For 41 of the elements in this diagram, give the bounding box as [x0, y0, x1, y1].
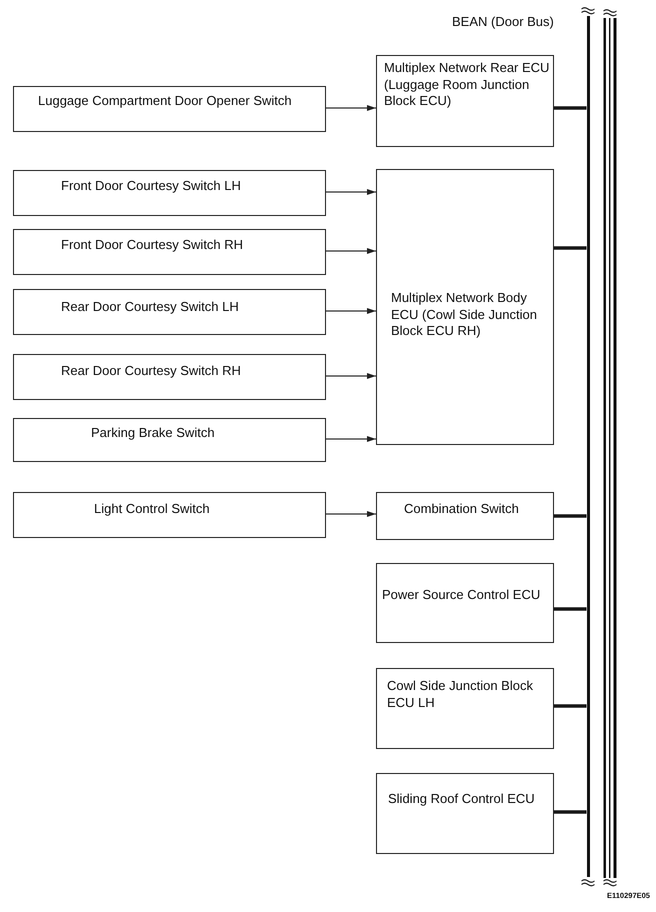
arrow — [326, 373, 376, 379]
arrow — [326, 105, 376, 111]
component-box — [376, 668, 554, 749]
arrow — [326, 436, 376, 442]
box-label: Rear Door Courtesy Switch LH — [61, 299, 239, 316]
box-label: Front Door Courtesy Switch LH — [61, 178, 241, 194]
box-label: Light Control Switch — [94, 501, 210, 518]
component-box — [13, 86, 326, 132]
connector-line — [554, 246, 586, 250]
box-label: Sliding Roof Control ECU — [388, 791, 535, 808]
box-label: Multiplex Network Body ECU (Cowl Side Junction Block ECU RH) — [391, 290, 538, 340]
arrow — [326, 511, 376, 517]
connector-line — [554, 106, 586, 110]
component-box — [376, 492, 554, 540]
component-box — [13, 170, 326, 216]
box-label: Cowl Side Junction Block ECU LH — [387, 678, 534, 711]
bus-label: BEAN (Door Bus) — [452, 14, 554, 30]
component-box — [13, 229, 326, 275]
connector-line — [554, 607, 586, 611]
component-box — [13, 418, 326, 462]
component-box — [13, 354, 326, 400]
box-label: Parking Brake Switch — [91, 425, 215, 442]
connector-line — [554, 704, 586, 708]
box-label: Rear Door Courtesy Switch RH — [61, 363, 241, 380]
arrow — [326, 308, 376, 314]
box-label: Multiplex Network Rear ECU (Luggage Room Junction Block ECU) — [384, 60, 550, 110]
component-box — [13, 289, 326, 335]
arrow — [326, 189, 376, 195]
component-box — [376, 563, 554, 643]
arrow — [326, 248, 376, 254]
box-label: Combination Switch — [404, 501, 519, 518]
component-box — [13, 492, 326, 538]
component-box — [376, 773, 554, 854]
box-label: Luggage Compartment Door Opener Switch — [38, 93, 292, 110]
component-box — [376, 169, 554, 445]
connector-line — [554, 514, 586, 518]
box-label: Power Source Control ECU — [382, 587, 540, 604]
bus-line — [586, 16, 590, 877]
box-label: Front Door Courtesy Switch RH — [61, 237, 244, 254]
connector-line — [554, 810, 586, 814]
component-box — [376, 55, 554, 147]
